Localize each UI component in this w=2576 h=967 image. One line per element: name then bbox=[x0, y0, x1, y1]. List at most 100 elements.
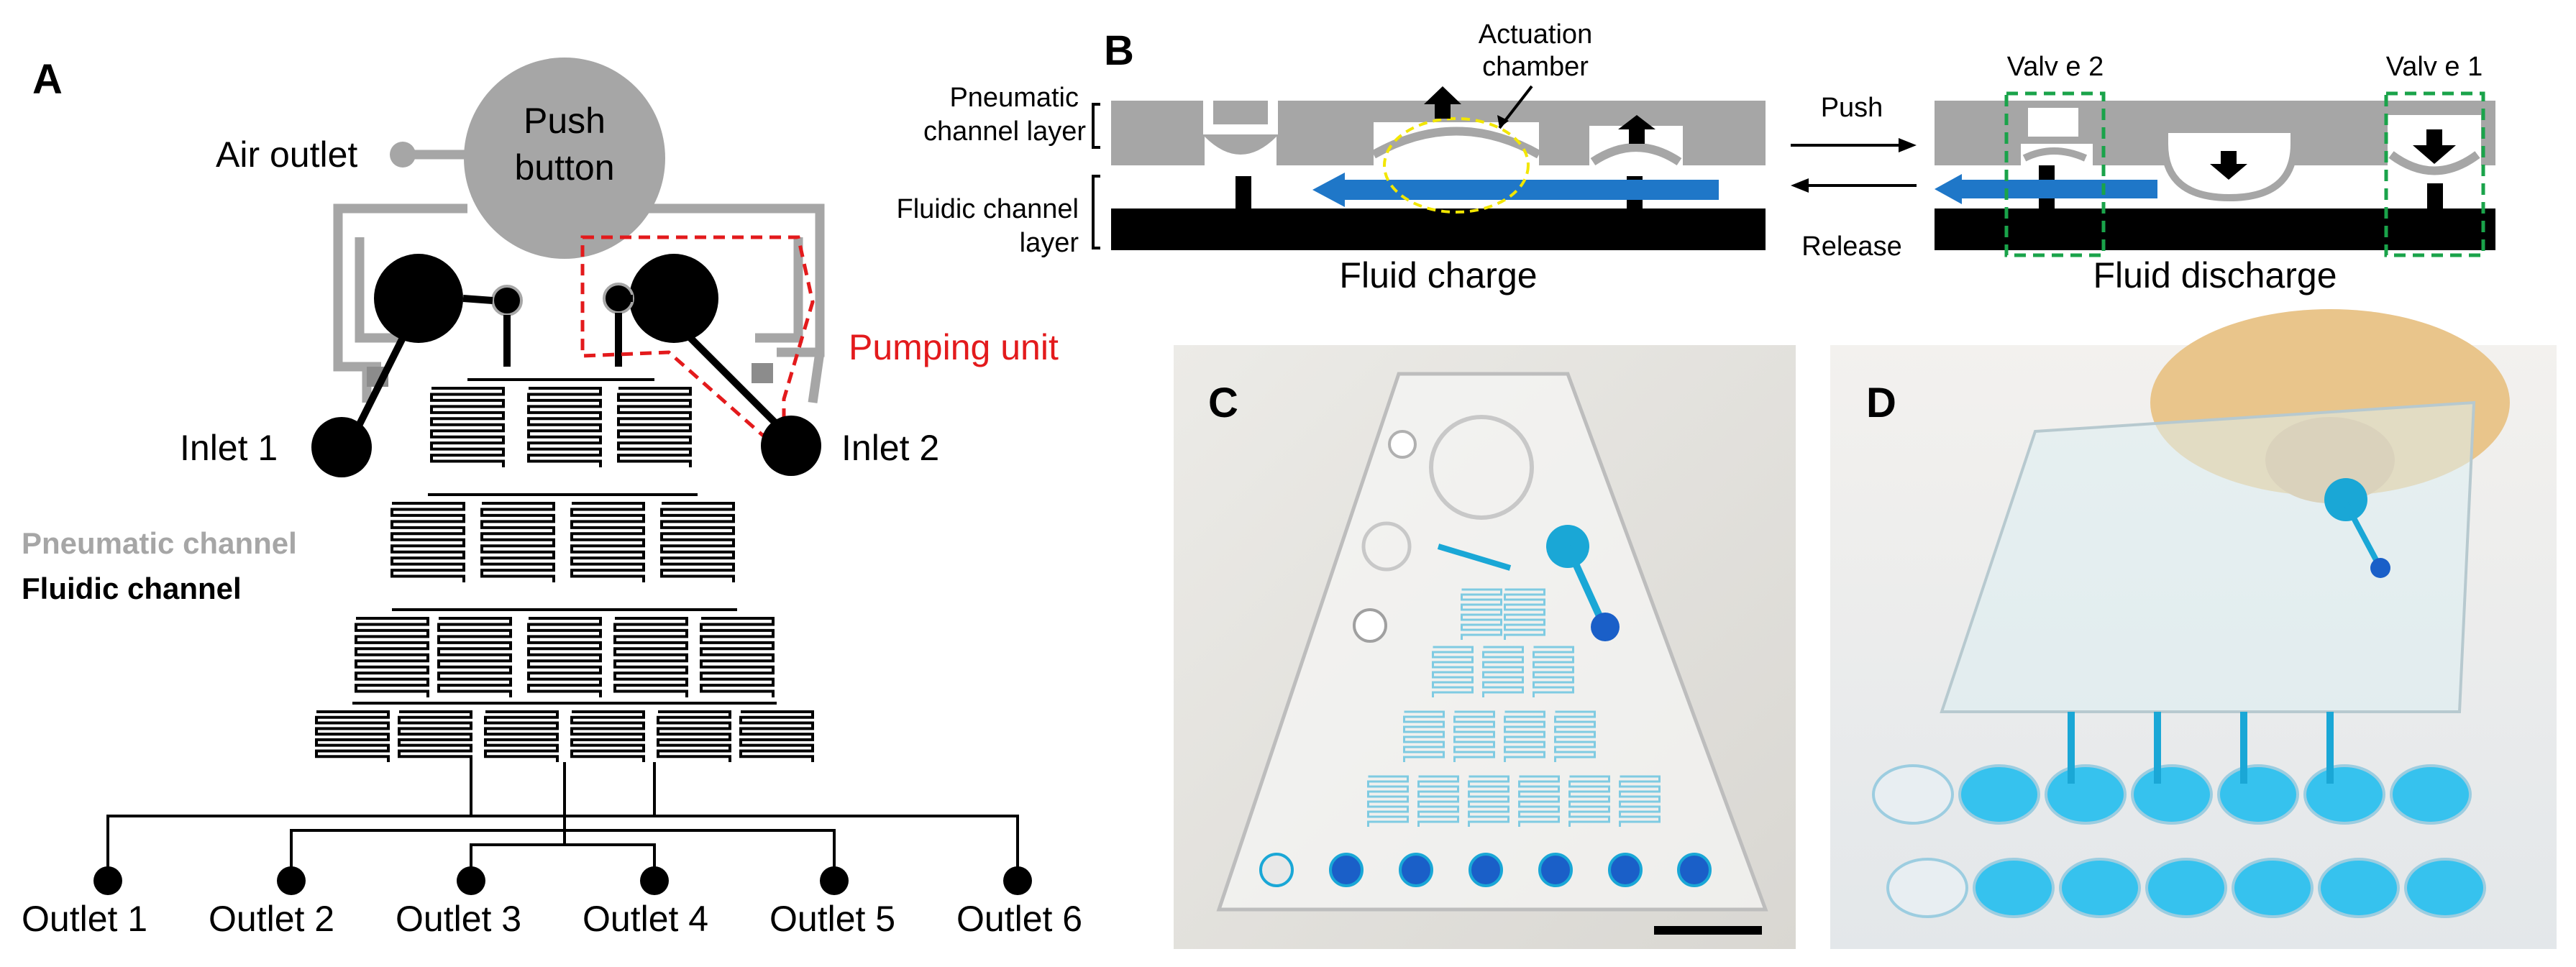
chip-photo-outlets bbox=[1259, 853, 1712, 887]
serpentine-mixer bbox=[390, 502, 465, 582]
chip-outlet-port bbox=[1399, 853, 1433, 887]
legend-pneumatic-channel: Pneumatic channel bbox=[22, 526, 297, 560]
inlet-1-label: Inlet 1 bbox=[180, 428, 278, 468]
panel-a: A Air outlet Push button bbox=[22, 56, 1082, 939]
outlet-3-port bbox=[457, 866, 485, 895]
serpentine-mixer bbox=[484, 710, 559, 762]
inlet-1-port bbox=[311, 417, 372, 477]
well bbox=[2131, 764, 2213, 825]
push-label: Push bbox=[1821, 93, 1883, 123]
serpentine-mixer bbox=[527, 387, 602, 467]
well bbox=[2145, 858, 2227, 918]
up-arrow-1 bbox=[1424, 86, 1461, 119]
valve-1-label: Valv e 1 bbox=[2386, 52, 2483, 82]
serpentine-mixer bbox=[480, 502, 555, 582]
well bbox=[2318, 858, 2400, 918]
valve-cavity-left-1 bbox=[1205, 137, 1276, 165]
well bbox=[1958, 764, 2040, 825]
fluidic-layer-left bbox=[1111, 208, 1766, 250]
serpentine-mixer bbox=[660, 502, 735, 582]
valve-pad-right bbox=[752, 363, 773, 383]
serpentine-mixer bbox=[617, 387, 692, 467]
serpentine-mixer bbox=[1468, 775, 1509, 827]
serpentine-mixer bbox=[1554, 710, 1596, 762]
serpentine-mixer bbox=[613, 617, 688, 697]
outlet-5-port bbox=[820, 866, 849, 895]
push-button-label-line2: button bbox=[514, 147, 614, 188]
flow-arrow-right bbox=[1935, 174, 2157, 204]
outlet-6-label: Outlet 6 bbox=[956, 899, 1082, 939]
pneumatic-valve-pads bbox=[367, 363, 773, 387]
inlet-2-port bbox=[761, 416, 821, 476]
pumping-unit-left bbox=[349, 254, 523, 441]
outlet-4-port bbox=[640, 866, 669, 895]
serpentine-mixer bbox=[1403, 710, 1445, 762]
panel-a-letter: A bbox=[32, 56, 63, 103]
outlet-manifold bbox=[106, 762, 1019, 881]
fluid-charge-label: Fluid charge bbox=[1339, 255, 1537, 295]
chip-outlet-port bbox=[1677, 853, 1712, 887]
inlet-2-label: Inlet 2 bbox=[841, 428, 939, 468]
serpentine-mixer bbox=[570, 710, 645, 762]
outlet-1-label: Outlet 1 bbox=[22, 899, 147, 939]
push-button-chamber[interactable] bbox=[464, 58, 665, 259]
pump-chamber-left bbox=[374, 254, 463, 343]
actuation-chamber-highlight bbox=[1383, 117, 1530, 214]
serpentine-mixer bbox=[1568, 775, 1610, 827]
well bbox=[1886, 858, 1968, 918]
chip-photo-mixer bbox=[1367, 588, 1661, 827]
chip-outlet-port bbox=[1259, 853, 1294, 887]
serpentine-mixer bbox=[1533, 646, 1574, 697]
valve-1-highlight bbox=[2384, 91, 2485, 257]
cross-section-fluid-charge: Actuation chamber Fluid charge bbox=[1111, 19, 1766, 295]
valve-2-label: Valv e 2 bbox=[2007, 52, 2104, 82]
well bbox=[1973, 858, 2055, 918]
air-outlet-label: Air outlet bbox=[216, 134, 357, 175]
panel-d-letter: D bbox=[1866, 380, 1896, 426]
legend-fluidic-channel: Fluidic channel bbox=[22, 572, 242, 605]
well-plate bbox=[1872, 712, 2486, 918]
fluidic-layer-right bbox=[1935, 208, 2495, 250]
well bbox=[2232, 858, 2314, 918]
serpentine-mixer bbox=[1417, 775, 1459, 827]
serpentine-mixer bbox=[700, 617, 775, 697]
serpentine-mixer bbox=[1619, 775, 1661, 827]
outlet-1-port bbox=[93, 866, 122, 895]
serpentine-mixer bbox=[430, 387, 505, 467]
pneumatic-channel-network bbox=[333, 150, 825, 403]
serpentine-mixer bbox=[1504, 588, 1545, 640]
panel-c-letter: C bbox=[1208, 380, 1238, 426]
outlet-3-label: Outlet 3 bbox=[396, 899, 521, 939]
outlet-4-label: Outlet 4 bbox=[583, 899, 708, 939]
serpentine-mixer bbox=[1461, 588, 1502, 640]
actuation-chamber-label-line1: Actuation bbox=[1479, 19, 1592, 50]
outlet-5-label: Outlet 5 bbox=[769, 899, 895, 939]
fluidic-layer-label-line1: Fluidic channel bbox=[897, 194, 1079, 224]
chip-outlet-port bbox=[1608, 853, 1643, 887]
panel-b-letter: B bbox=[1104, 27, 1134, 74]
well bbox=[2217, 764, 2299, 825]
serpentine-mixer bbox=[1482, 646, 1524, 697]
pneumatic-layer-label-line2: channel layer bbox=[923, 116, 1086, 147]
push-button-label-line1: Push bbox=[524, 101, 606, 141]
serpentine-mixer bbox=[398, 710, 472, 762]
fluid-discharge-label: Fluid discharge bbox=[2093, 255, 2337, 295]
valve-left bbox=[491, 285, 523, 316]
pumping-unit-right bbox=[603, 254, 794, 441]
serpentine-mixer bbox=[657, 710, 731, 762]
release-label: Release bbox=[1801, 232, 1901, 262]
serpentine-mixer bbox=[1432, 646, 1474, 697]
well bbox=[2404, 858, 2486, 918]
fluidic-layer-label-line2: layer bbox=[1020, 228, 1079, 258]
down-arrow-2 bbox=[2413, 129, 2456, 164]
well bbox=[2045, 764, 2127, 825]
flow-arrow-left bbox=[1312, 173, 1719, 207]
outlet-2-label: Outlet 2 bbox=[209, 899, 334, 939]
chip-outlet-port bbox=[1538, 853, 1573, 887]
panel-c: C bbox=[1174, 345, 1796, 949]
valve-right bbox=[603, 283, 634, 314]
outlet-2-port bbox=[277, 866, 306, 895]
up-arrow-2 bbox=[1618, 115, 1655, 144]
pumping-unit-label: Pumping unit bbox=[849, 327, 1059, 367]
